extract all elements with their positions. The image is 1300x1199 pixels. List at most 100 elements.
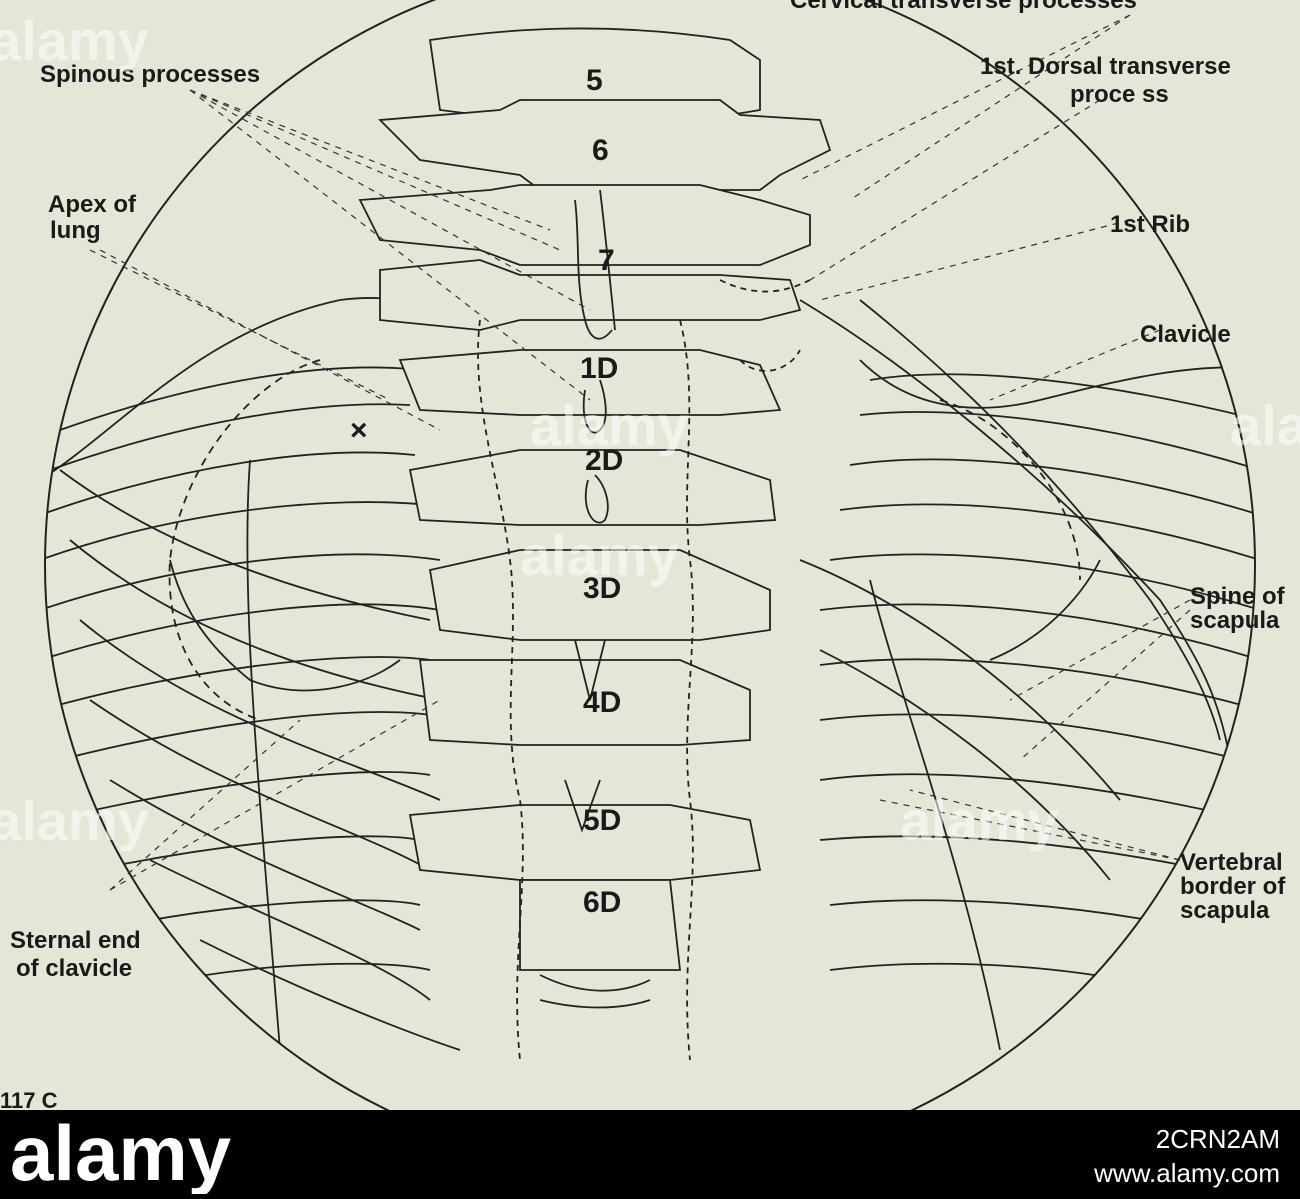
site-url[interactable]: www.alamy.com	[1094, 1158, 1280, 1188]
rib-left	[79, 619, 441, 801]
rib-left	[199, 939, 461, 1051]
vertebra-outline	[379, 259, 802, 331]
vertebra-label: 1D	[580, 352, 618, 385]
cross-mark: ×	[350, 414, 368, 447]
label-apex-of-lung-1: Apex of	[48, 191, 137, 218]
rib-right	[799, 559, 1121, 801]
watermark-text: alamy	[900, 789, 1059, 852]
vertebra-outline	[408, 804, 762, 881]
rib-left	[149, 859, 431, 1001]
rib-right	[859, 299, 1221, 741]
rib-right	[819, 658, 1255, 711]
rib-left	[49, 771, 431, 821]
alamy-logo: alamy	[10, 1114, 231, 1194]
scapula-right	[989, 559, 1101, 661]
label-spine-of-scapula-2: scapula	[1190, 607, 1280, 634]
label-cervical-transverse: Cervical transverse processes	[790, 0, 1137, 14]
label-clavicle: Clavicle	[1140, 321, 1231, 348]
watermark-text: alamy	[530, 394, 689, 457]
vertebra-outline	[418, 659, 751, 746]
rib-left	[99, 899, 421, 931]
spinous-process	[599, 189, 616, 331]
rib-right	[869, 373, 1255, 421]
watermarks: alamy alamy alamy alamy alamy alamy	[0, 9, 1300, 852]
scapula-left	[169, 559, 401, 692]
vertebra-outline	[428, 27, 761, 121]
xray-diagram: 5 6 7 1D 2D 3D 4D 5D 6D Cervical transve…	[0, 0, 1300, 1110]
anatomy-lines	[45, 27, 1255, 1061]
image-id: 2CRN2AM	[1155, 1124, 1280, 1154]
label-first-rib: 1st Rib	[1110, 211, 1190, 238]
rib-left	[109, 779, 421, 931]
watermark-text: alamy	[1230, 394, 1300, 457]
scapula-right	[869, 579, 1001, 1051]
scapula-left	[246, 459, 281, 1051]
xray-diagram-drawing: 5 6 7 1D 2D 3D 4D 5D 6D Cervical transve…	[0, 0, 1300, 1110]
rib-left	[45, 501, 431, 561]
rib-right	[819, 649, 1111, 881]
svg-text:alamy: alamy	[10, 1114, 231, 1194]
vertebra-outline	[358, 184, 811, 266]
spinous-process	[582, 379, 607, 434]
label-vertebral-border-1: Vertebral	[1180, 849, 1283, 876]
rib-left	[45, 603, 441, 661]
label-spine-of-scapula-1: Spine of	[1190, 583, 1286, 610]
vertebra-outline	[519, 879, 682, 971]
label-sternal-end-2: of clavicle	[16, 955, 132, 982]
rib-right	[819, 835, 1231, 876]
label-apex-of-lung-2: lung	[50, 217, 101, 244]
vertebra-label: 5	[586, 64, 603, 97]
rib-right	[819, 713, 1255, 766]
vertebra-label: 5D	[583, 804, 621, 837]
rib-left	[59, 469, 431, 621]
watermark-text: alamy	[520, 524, 679, 587]
vertebra-labels: 5 6 7 1D 2D 3D 4D 5D 6D	[580, 64, 623, 919]
vertebra-outline	[377, 99, 832, 191]
watermark-text: alamy	[0, 789, 149, 852]
vertebra-label: 7	[598, 244, 615, 277]
rib-right	[829, 553, 1255, 611]
rib-left	[89, 699, 431, 871]
vertebra-label: 2D	[585, 444, 623, 477]
label-dorsal-transverse-2: proce ss	[1070, 81, 1169, 108]
spinous-process	[564, 779, 601, 833]
transverse-dashed	[719, 279, 811, 293]
figure-number: 117 C	[0, 1088, 58, 1110]
rib-right	[799, 299, 1231, 761]
transverse-dashed	[679, 319, 694, 1061]
spinous-process	[584, 474, 609, 524]
rib-left	[59, 366, 421, 431]
spinous-process	[574, 639, 606, 701]
spinous-process	[574, 199, 613, 340]
rib-left	[69, 539, 441, 701]
vertebra-label: 6	[592, 134, 609, 167]
rib-left	[49, 403, 411, 471]
rib-left	[45, 711, 431, 766]
vertebra-label: 4D	[583, 686, 621, 719]
clavicle-right	[859, 359, 1255, 409]
rib-left	[45, 553, 441, 611]
watermark-text: alamy	[0, 9, 149, 72]
rib-right	[849, 458, 1255, 516]
lung-right	[939, 399, 1081, 581]
label-vertebral-border-3: scapula	[1180, 897, 1270, 924]
rib-right	[859, 411, 1255, 471]
label-vertebral-border-2: border of	[1180, 873, 1286, 900]
label-spinous-processes: Spinous processes	[40, 61, 260, 88]
vertebra-label: 6D	[583, 886, 621, 919]
vertebra-outline	[398, 349, 782, 416]
lung-left	[168, 359, 321, 721]
transverse-dashed	[477, 319, 524, 1061]
rib-right	[819, 603, 1255, 661]
rib-left	[45, 451, 416, 516]
footer-bar: alamy 2CRN2AM www.alamy.com	[0, 1110, 1300, 1199]
vertebra-outline	[428, 549, 771, 641]
field-circle	[44, 0, 1256, 1110]
rib-right	[839, 503, 1255, 561]
rib-left	[45, 656, 431, 711]
transverse-dashed	[739, 349, 801, 372]
rib-left	[69, 835, 421, 876]
label-dorsal-transverse-1: 1st. Dorsal transverse	[980, 53, 1231, 80]
vertebra-label: 3D	[583, 572, 621, 605]
bottom-arc	[539, 974, 651, 992]
